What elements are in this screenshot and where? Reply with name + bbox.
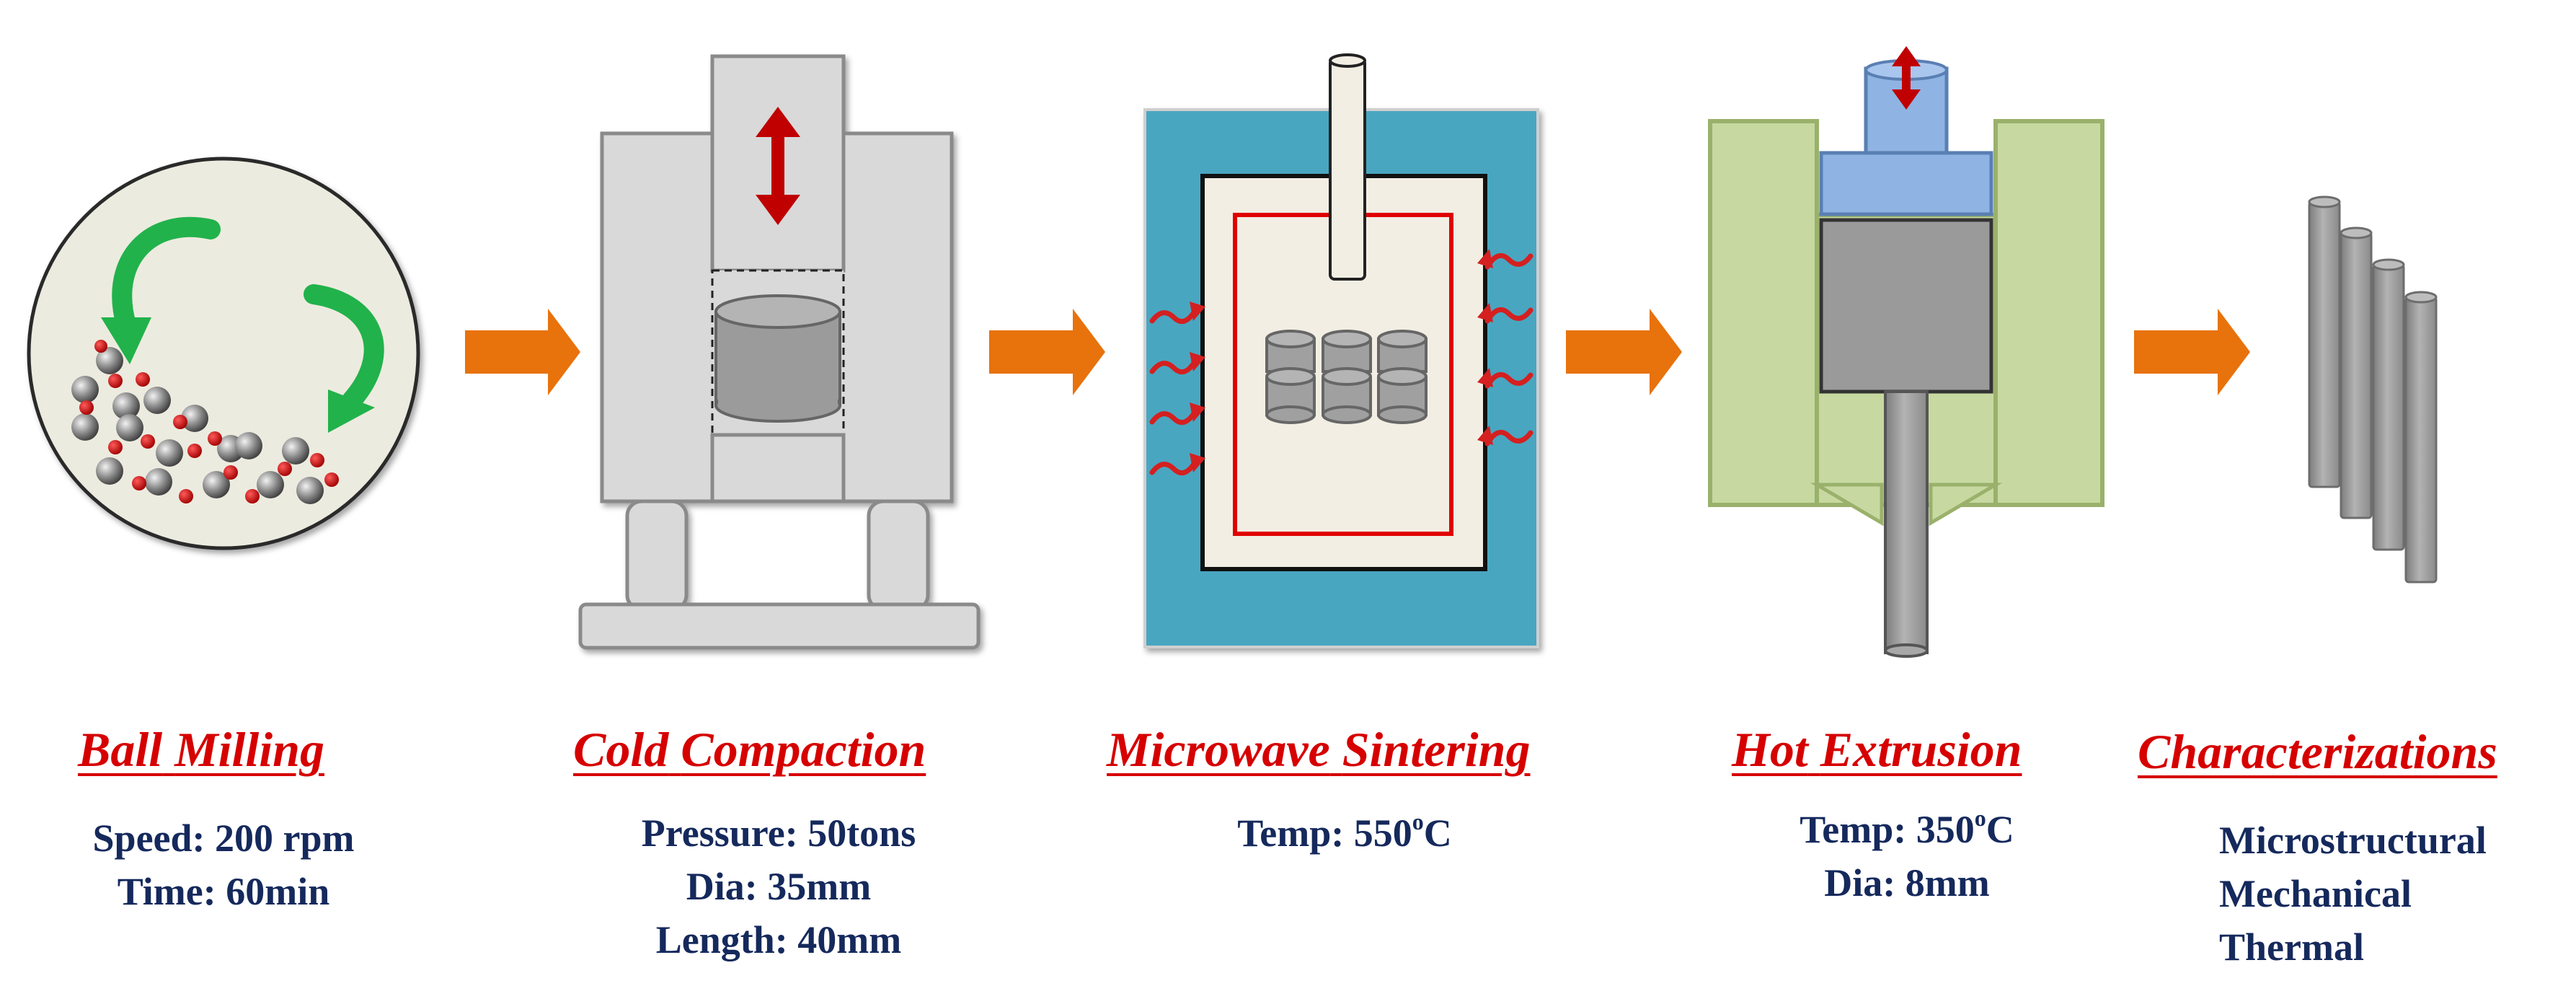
param-microstructural: Microstructural [2219,819,2487,862]
rotation-arrow-left-icon [112,216,221,335]
powder-particles [79,340,339,503]
step-title-characterizations: Characterizations [2138,723,2497,780]
title-word: Ball [78,722,163,777]
step-params-cold-compaction: Pressure: 50tons Dia: 35mm Length: 40mm [598,806,959,967]
step-title-hot-extrusion: Hot Extrusion [1732,721,2022,778]
param-diameter: Dia: 35mm [686,865,872,908]
title-word: Hot [1732,722,1808,777]
title-word: Extrusion [1820,722,2022,777]
step-params-microwave-sintering: Temp: 550oC [1182,806,1507,860]
param-time: Time: 60min [117,870,330,913]
title-word: Compaction [681,722,926,777]
rotation-arrowhead-right-icon [328,389,375,433]
step-params-characterizations: Microstructural Mechanical Thermal [2219,814,2522,974]
compact-cylinder [714,294,841,423]
title-word: Milling [174,722,324,777]
param-thermal: Thermal [2219,925,2364,969]
microwave-wave-heads-icon [1190,249,1493,472]
title-word: Microwave [1107,722,1330,777]
step-params-ball-milling: Speed: 200 rpm Time: 60min [43,811,404,918]
temp-unit: C [1423,811,1452,855]
step-title-microwave-sintering: Microwave Sintering [1107,721,1531,778]
press-double-arrow-icon [756,107,800,225]
process-arrow-4-icon [2134,309,2250,395]
param-temperature: Temp: 350oC [1745,803,2069,856]
process-arrow-3-icon [1566,309,1682,395]
title-word: Sintering [1342,722,1531,777]
temp-unit: C [1986,808,2014,851]
degree-mark: o [1412,809,1424,835]
process-arrow-1-icon [465,309,580,395]
title-word: Cold [573,722,669,777]
title-word: Characterizations [2138,724,2497,779]
param-diameter: Dia: 8mm [1824,861,1990,904]
rotation-arrow-right-icon [304,284,384,410]
hot-extrusion-die [1708,59,2104,658]
param-length: Length: 40mm [655,918,902,961]
extrusion-double-arrow-icon [1892,46,1921,110]
step-title-ball-milling: Ball Milling [78,721,324,778]
process-arrow-2-icon [989,309,1105,395]
sintering-samples [1265,330,1428,424]
degree-mark: o [1974,805,1986,831]
param-mechanical: Mechanical [2219,872,2412,915]
param-pressure: Pressure: 50tons [641,811,916,855]
rotation-arrowhead-left-icon [101,317,151,364]
milling-balls [71,347,324,504]
microwave-waves-icon [1149,252,1533,476]
param-temperature: Temp: 550oC [1182,806,1507,860]
ball-milling-jar [27,157,420,550]
param-speed: Speed: 200 rpm [92,816,355,860]
step-params-hot-extrusion: Temp: 350oC Dia: 8mm [1745,803,2069,910]
step-title-cold-compaction: Cold Compaction [573,721,926,778]
temp-value: Temp: 350 [1800,808,1975,851]
temp-value: Temp: 550 [1237,811,1412,855]
extruded-rods [2308,195,2438,584]
